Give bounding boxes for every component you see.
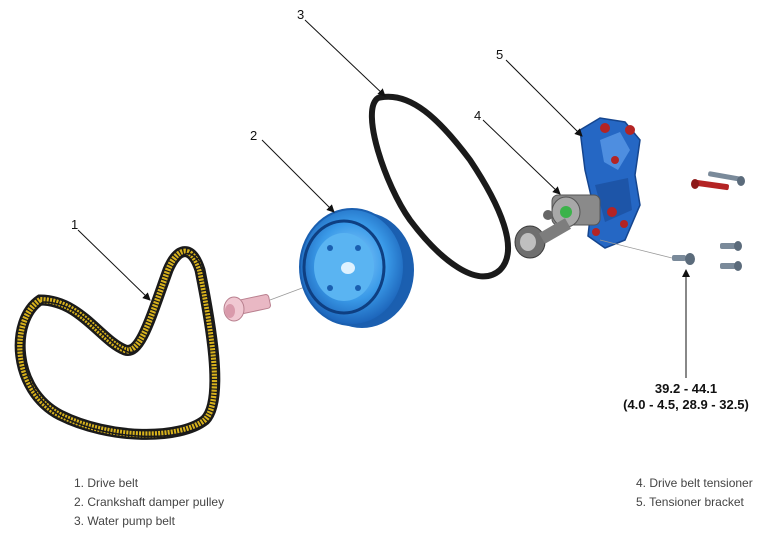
- tensioner-bolt: [672, 253, 695, 265]
- drive-belt: [14, 246, 221, 440]
- legend-item-water-pump-belt: 3. Water pump belt: [74, 514, 175, 528]
- callout-5: 5: [496, 47, 504, 62]
- torque-spec: 39.2 - 44.1 (4.0 - 4.5, 28.9 - 32.5): [600, 381, 772, 413]
- bracket-bolt-gray-3: [720, 261, 742, 271]
- legend-item-tensioner-bracket: 5. Tensioner bracket: [636, 495, 744, 509]
- drive-belt-tensioner: [514, 194, 601, 259]
- callout-4: 4: [474, 108, 482, 123]
- legend-item-drive-belt: 1. Drive belt: [74, 476, 139, 490]
- leader-line-3: [304, 19, 386, 97]
- damper-pulley-bolt: [223, 294, 271, 322]
- legend-item-crankshaft-damper-pulley: 2. Crankshaft damper pulley: [74, 495, 225, 509]
- water-pump-belt: [368, 93, 511, 280]
- bracket-bolt-red: [691, 179, 729, 191]
- bracket-bolt-gray-2: [720, 241, 742, 251]
- bracket-bolt-gray-1: [708, 171, 745, 186]
- torque-spec-line-1: 39.2 - 44.1: [654, 381, 718, 396]
- legend-item-drive-belt-tensioner: 4. Drive belt tensioner: [636, 476, 753, 490]
- leader-line-2: [261, 139, 335, 213]
- leader-line-5: [505, 59, 583, 137]
- callout-1: 1: [71, 217, 79, 232]
- callout-3: 3: [297, 7, 305, 22]
- legend-left: 1. Drive belt 2. Crankshaft damper pulle…: [74, 474, 224, 531]
- torque-spec-line-2: (4.0 - 4.5, 28.9 - 32.5): [623, 397, 749, 412]
- crankshaft-damper-pulley: [299, 208, 414, 328]
- leader-line-4: [482, 119, 561, 195]
- leader-line-1: [77, 229, 151, 301]
- tensioner-bracket: [579, 117, 641, 249]
- callout-2: 2: [250, 128, 258, 143]
- legend-right: 4. Drive belt tensioner 5. Tensioner bra…: [636, 474, 753, 512]
- tensioner-bolt-alignment-line: [599, 239, 673, 259]
